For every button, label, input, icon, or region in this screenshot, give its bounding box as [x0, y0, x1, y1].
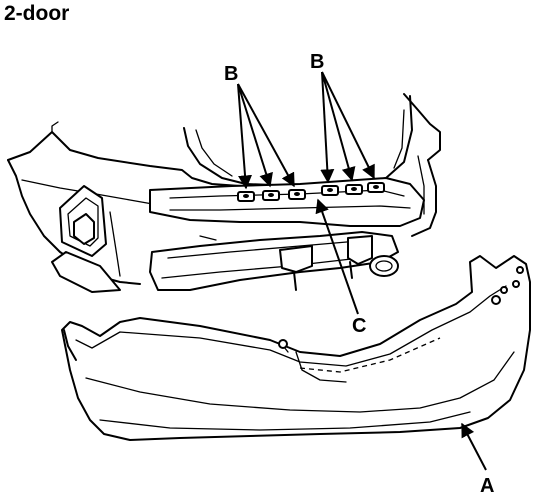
callout-a: A [480, 475, 494, 497]
diagram-title: 2-door [4, 2, 70, 25]
clip-points [237, 182, 385, 202]
rear-bumper-cover [61, 255, 531, 441]
callout-arrows [237, 71, 487, 471]
callout-b-right: B [310, 51, 324, 73]
callout-b-left: B [224, 63, 238, 85]
callout-c: C [352, 315, 366, 337]
vehicle-rear-body [7, 93, 441, 293]
